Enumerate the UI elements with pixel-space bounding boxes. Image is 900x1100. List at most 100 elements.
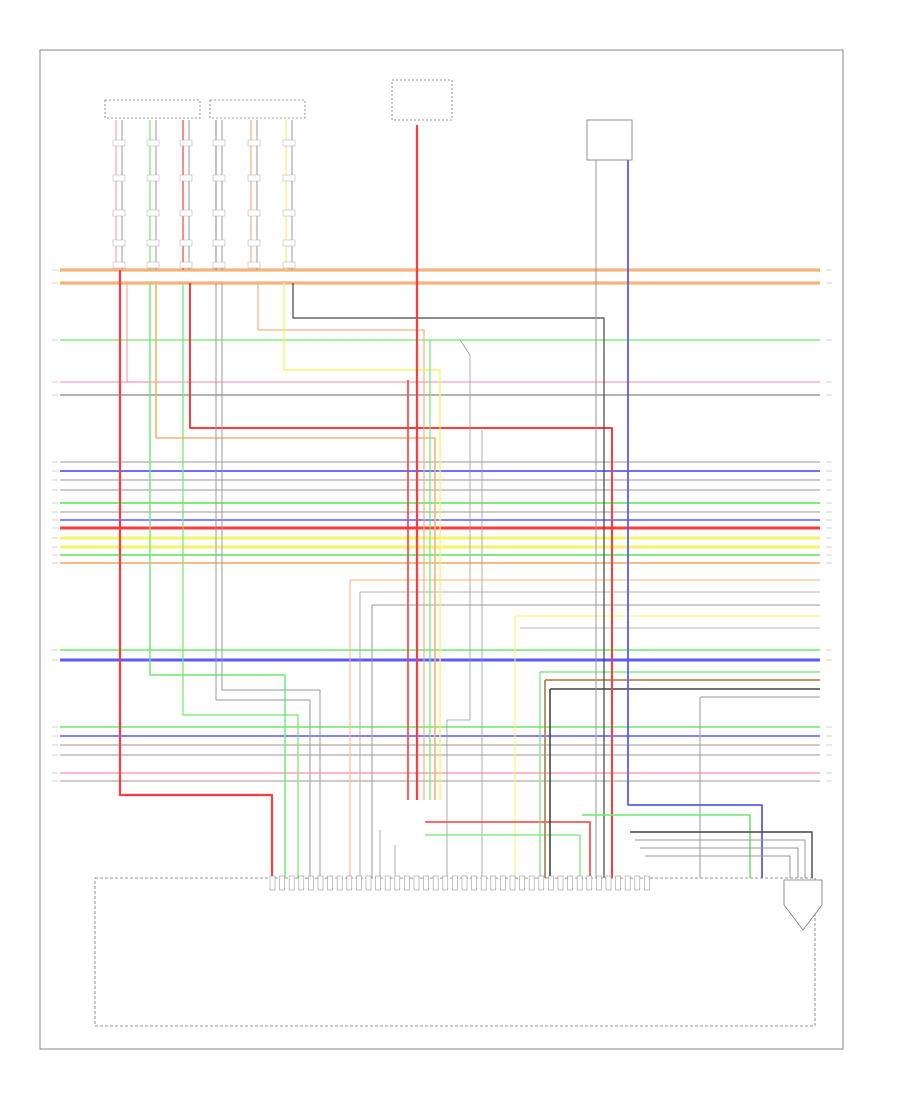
terminal-marker xyxy=(146,139,160,147)
terminal-marker xyxy=(212,174,226,182)
connector-pin xyxy=(490,875,497,891)
wire-54 xyxy=(221,283,321,880)
terminal-marker xyxy=(112,209,126,217)
connector-component xyxy=(783,879,823,931)
connector-pin xyxy=(365,875,372,891)
terminal-marker xyxy=(212,239,226,247)
terminal-marker xyxy=(179,174,193,182)
connector-pin xyxy=(615,875,621,891)
terminal-marker xyxy=(212,261,226,269)
terminal-marker xyxy=(282,174,296,182)
wire-52 xyxy=(189,283,613,880)
wire-77 xyxy=(582,814,751,880)
connector-pin xyxy=(528,875,535,891)
connector-pin xyxy=(624,875,631,891)
connector-pin xyxy=(298,875,305,891)
connector-pin xyxy=(509,875,516,891)
connector-pin xyxy=(452,875,458,891)
terminal-marker xyxy=(247,139,261,147)
wire-80 xyxy=(640,847,799,880)
connector-pin xyxy=(586,875,593,891)
wire-79 xyxy=(635,839,806,880)
terminal-marker xyxy=(179,261,193,269)
wire-layer xyxy=(60,120,820,880)
connector-pin xyxy=(557,875,564,891)
connector-pin xyxy=(288,875,295,891)
wire-47 xyxy=(118,270,274,880)
terminal-marker xyxy=(282,261,296,269)
wire-81 xyxy=(645,855,791,880)
terminal-marker xyxy=(146,209,160,217)
connector-pin xyxy=(432,875,439,891)
terminal-marker xyxy=(179,139,193,147)
terminal-marker xyxy=(282,139,296,147)
wire-51 xyxy=(182,283,299,880)
terminal-marker xyxy=(179,239,193,247)
terminal-marker xyxy=(112,174,126,182)
connector-pin xyxy=(327,875,333,891)
connector-pin xyxy=(461,875,468,891)
wire-53 xyxy=(215,283,311,880)
connector-pin xyxy=(442,875,449,891)
connector-pin xyxy=(413,875,420,891)
terminal-marker xyxy=(212,139,226,147)
front-sensor-component xyxy=(586,119,633,161)
control-module-component xyxy=(94,877,816,1027)
terminal-marker xyxy=(282,209,296,217)
connector-pin xyxy=(394,875,401,891)
diagram-frame xyxy=(39,49,844,1050)
connector-pin xyxy=(308,875,314,891)
wire-56 xyxy=(283,283,441,800)
connector-pin xyxy=(519,875,525,891)
terminal-marker xyxy=(282,239,296,247)
connector-pin xyxy=(384,875,391,891)
connector-pin xyxy=(279,875,285,891)
connector-pin xyxy=(480,875,487,891)
connector-pin xyxy=(423,875,429,891)
connector-pin xyxy=(548,875,554,891)
wire-76 xyxy=(627,160,763,880)
connector-pin xyxy=(317,875,324,891)
terminal-marker xyxy=(112,239,126,247)
antenna-feed-component xyxy=(391,79,453,121)
terminal-marker xyxy=(112,261,126,269)
wire-50 xyxy=(155,283,436,800)
terminal-marker xyxy=(112,139,126,147)
terminal-marker xyxy=(179,209,193,217)
connector-pin xyxy=(596,875,602,891)
wire-67 xyxy=(425,821,591,880)
connector-pin xyxy=(567,875,573,891)
wire-61 xyxy=(446,339,471,880)
wire-55 xyxy=(257,283,425,800)
wire-68 xyxy=(425,834,581,880)
connector-pin xyxy=(538,875,545,891)
terminal-marker xyxy=(146,239,160,247)
connector-pin xyxy=(634,875,641,891)
terminal-marker xyxy=(146,174,160,182)
right-speaker-group-component xyxy=(209,99,306,119)
connector-pin xyxy=(471,875,477,891)
terminal-marker xyxy=(247,239,261,247)
connector-pin xyxy=(269,875,276,891)
wire-57 xyxy=(292,283,605,880)
wire-49 xyxy=(149,283,286,880)
wire-78 xyxy=(630,831,813,880)
terminal-marker xyxy=(247,261,261,269)
wire-48 xyxy=(126,283,160,383)
component-layer xyxy=(52,79,832,1027)
terminal-marker xyxy=(247,174,261,182)
connector-pin xyxy=(605,875,612,891)
connector-pin xyxy=(356,875,362,891)
left-speaker-group-component xyxy=(104,99,201,119)
connector-pin xyxy=(404,875,410,891)
connector-pin xyxy=(500,875,506,891)
connector-pin xyxy=(346,875,353,891)
terminal-marker xyxy=(247,209,261,217)
terminal-marker xyxy=(146,261,160,269)
connector-pin xyxy=(375,875,381,891)
connector-pin xyxy=(644,875,650,891)
terminal-marker xyxy=(212,209,226,217)
connector-pin xyxy=(336,875,343,891)
connector-pin xyxy=(576,875,583,891)
